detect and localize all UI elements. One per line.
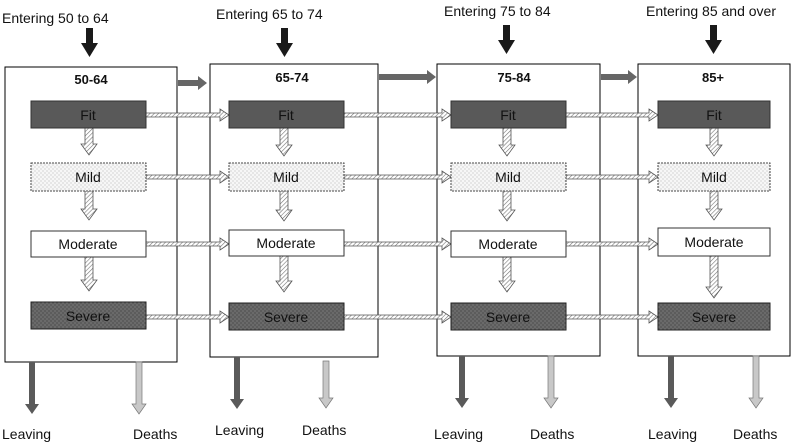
severe-transition-arrow (145, 310, 230, 324)
deaths-arrow (748, 355, 764, 409)
progression-arrow (275, 127, 293, 157)
state-box-moderate (450, 230, 567, 258)
leaving-label: Leaving (434, 426, 483, 442)
group-title: 50-64 (74, 72, 108, 87)
deaths-label: Deaths (733, 426, 777, 442)
state-label-mild: Mild (495, 169, 521, 185)
entering-arrow (705, 25, 722, 54)
entering-arrow (498, 25, 515, 54)
state-box-mild (30, 162, 147, 192)
entering-label: Entering 65 to 74 (216, 6, 323, 22)
group-transition-arrow (379, 70, 436, 84)
state-box-mild (450, 162, 567, 192)
deaths-arrow (543, 355, 559, 409)
entering-label: Entering 75 to 84 (444, 3, 551, 19)
state-label-mild: Mild (273, 169, 299, 185)
fit-transition-arrow (145, 108, 230, 122)
entering-arrow (81, 28, 98, 57)
leaving-label: Leaving (215, 422, 264, 438)
group-title: 75-84 (497, 70, 531, 85)
progression-arrow (498, 256, 516, 293)
state-box-mild (657, 162, 771, 192)
group-transition-arrow (601, 70, 637, 84)
mild-transition-arrow (565, 170, 659, 184)
state-label-moderate: Moderate (684, 234, 743, 250)
entering-label: Entering 50 to 64 (2, 10, 109, 26)
state-box-fit (450, 100, 567, 129)
group-transition-arrow (178, 76, 207, 90)
severe-transition-arrow (565, 310, 659, 324)
group-title: 85+ (702, 70, 724, 85)
state-label-severe: Severe (692, 309, 737, 325)
state-label-fit: Fit (80, 107, 96, 123)
state-label-fit: Fit (500, 107, 516, 123)
moderate-transition-arrow (343, 237, 452, 251)
state-label-moderate: Moderate (58, 236, 117, 252)
progression-arrow (275, 255, 293, 293)
progression-arrow (498, 127, 516, 157)
fit-transition-arrow (565, 108, 659, 122)
mild-transition-arrow (343, 170, 452, 184)
progression-arrow (275, 190, 293, 222)
progression-arrow (80, 190, 98, 221)
progression-arrow (498, 190, 516, 222)
state-box-mild (228, 162, 345, 192)
mild-transition-arrow (145, 170, 230, 184)
deaths-arrow (131, 361, 147, 415)
deaths-label: Deaths (133, 426, 177, 442)
state-box-severe (450, 302, 567, 331)
moderate-transition-arrow (145, 237, 230, 251)
deaths-arrow (318, 360, 334, 409)
deaths-label: Deaths (302, 422, 346, 438)
state-box-moderate (657, 227, 771, 257)
leaving-label: Leaving (648, 426, 697, 442)
fit-transition-arrow (343, 108, 452, 122)
entering-arrow (276, 28, 293, 57)
state-label-moderate: Moderate (256, 235, 315, 251)
state-box-moderate (30, 230, 147, 258)
progression-arrow (705, 190, 723, 221)
state-label-mild: Mild (701, 169, 727, 185)
state-box-severe (657, 302, 771, 331)
state-label-severe: Severe (66, 308, 111, 324)
deaths-label: Deaths (530, 426, 574, 442)
state-label-moderate: Moderate (478, 236, 537, 252)
progression-arrow (705, 127, 723, 157)
leaving-arrow (664, 356, 678, 408)
entering-label: Entering 85 and over (646, 3, 776, 19)
leaving-label: Leaving (2, 426, 51, 442)
state-label-mild: Mild (75, 169, 101, 185)
state-box-fit (657, 100, 771, 129)
leaving-arrow (455, 356, 469, 408)
leaving-arrow (230, 357, 244, 409)
state-box-fit (228, 100, 345, 129)
moderate-transition-arrow (565, 237, 659, 251)
state-label-fit: Fit (706, 107, 722, 123)
state-label-severe: Severe (486, 309, 531, 325)
group-title: 65-74 (275, 70, 309, 85)
state-box-severe (30, 301, 147, 330)
progression-arrow (705, 255, 723, 299)
state-box-severe (228, 302, 345, 331)
leaving-arrow (25, 362, 39, 414)
progression-arrow (80, 127, 98, 156)
progression-arrow (80, 256, 98, 292)
state-box-moderate (228, 229, 345, 257)
severe-transition-arrow (343, 310, 452, 324)
state-label-fit: Fit (278, 107, 294, 123)
state-box-fit (30, 100, 147, 129)
state-label-severe: Severe (264, 309, 309, 325)
